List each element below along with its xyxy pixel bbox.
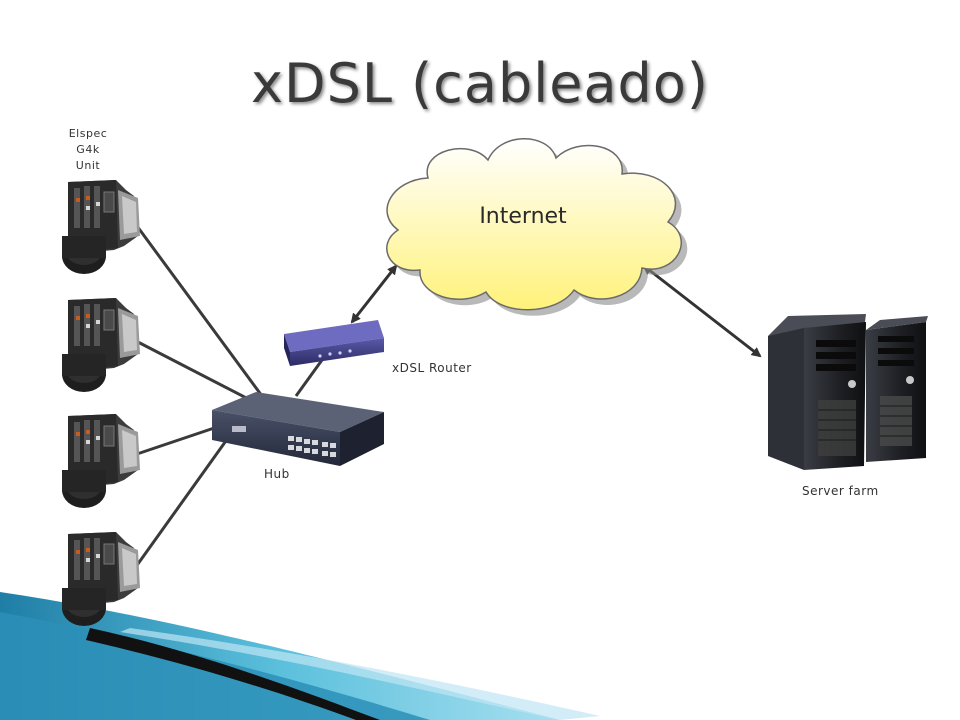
corner-swoosh-decoration: [0, 592, 600, 720]
connector-unit-4: [128, 437, 230, 576]
xdsl-router: [284, 320, 384, 366]
g4k-unit-3: [61, 413, 141, 509]
unit-hub-connectors: [128, 221, 324, 576]
hub-label: Hub: [264, 467, 290, 481]
g4k-unit-label: Elspec G4k Unit: [56, 126, 120, 174]
connector-unit-2: [133, 338, 259, 406]
connector-unit-1: [132, 221, 264, 397]
hub: [212, 392, 384, 466]
connector-hub-router: [294, 359, 324, 397]
slide-title: xDSL (cableado): [251, 52, 709, 115]
g4k-unit-label-line2: Unit: [75, 159, 101, 172]
internet-cloud-label: Internet: [479, 204, 567, 229]
g4k-unit-4: [61, 531, 141, 627]
xdsl-router-label: xDSL Router: [392, 361, 472, 375]
internet-cloud: [386, 138, 688, 316]
g4k-unit-2: [61, 297, 141, 393]
arrow-router-internet: [350, 264, 398, 324]
server-farm-label: Server farm: [802, 484, 879, 498]
arrow-internet-server: [642, 264, 762, 358]
internet-arrows: [350, 264, 762, 358]
g4k-unit-label-line1: Elspec G4k: [68, 127, 108, 156]
server-farm: [768, 314, 928, 470]
g4k-unit-1: [61, 179, 141, 275]
